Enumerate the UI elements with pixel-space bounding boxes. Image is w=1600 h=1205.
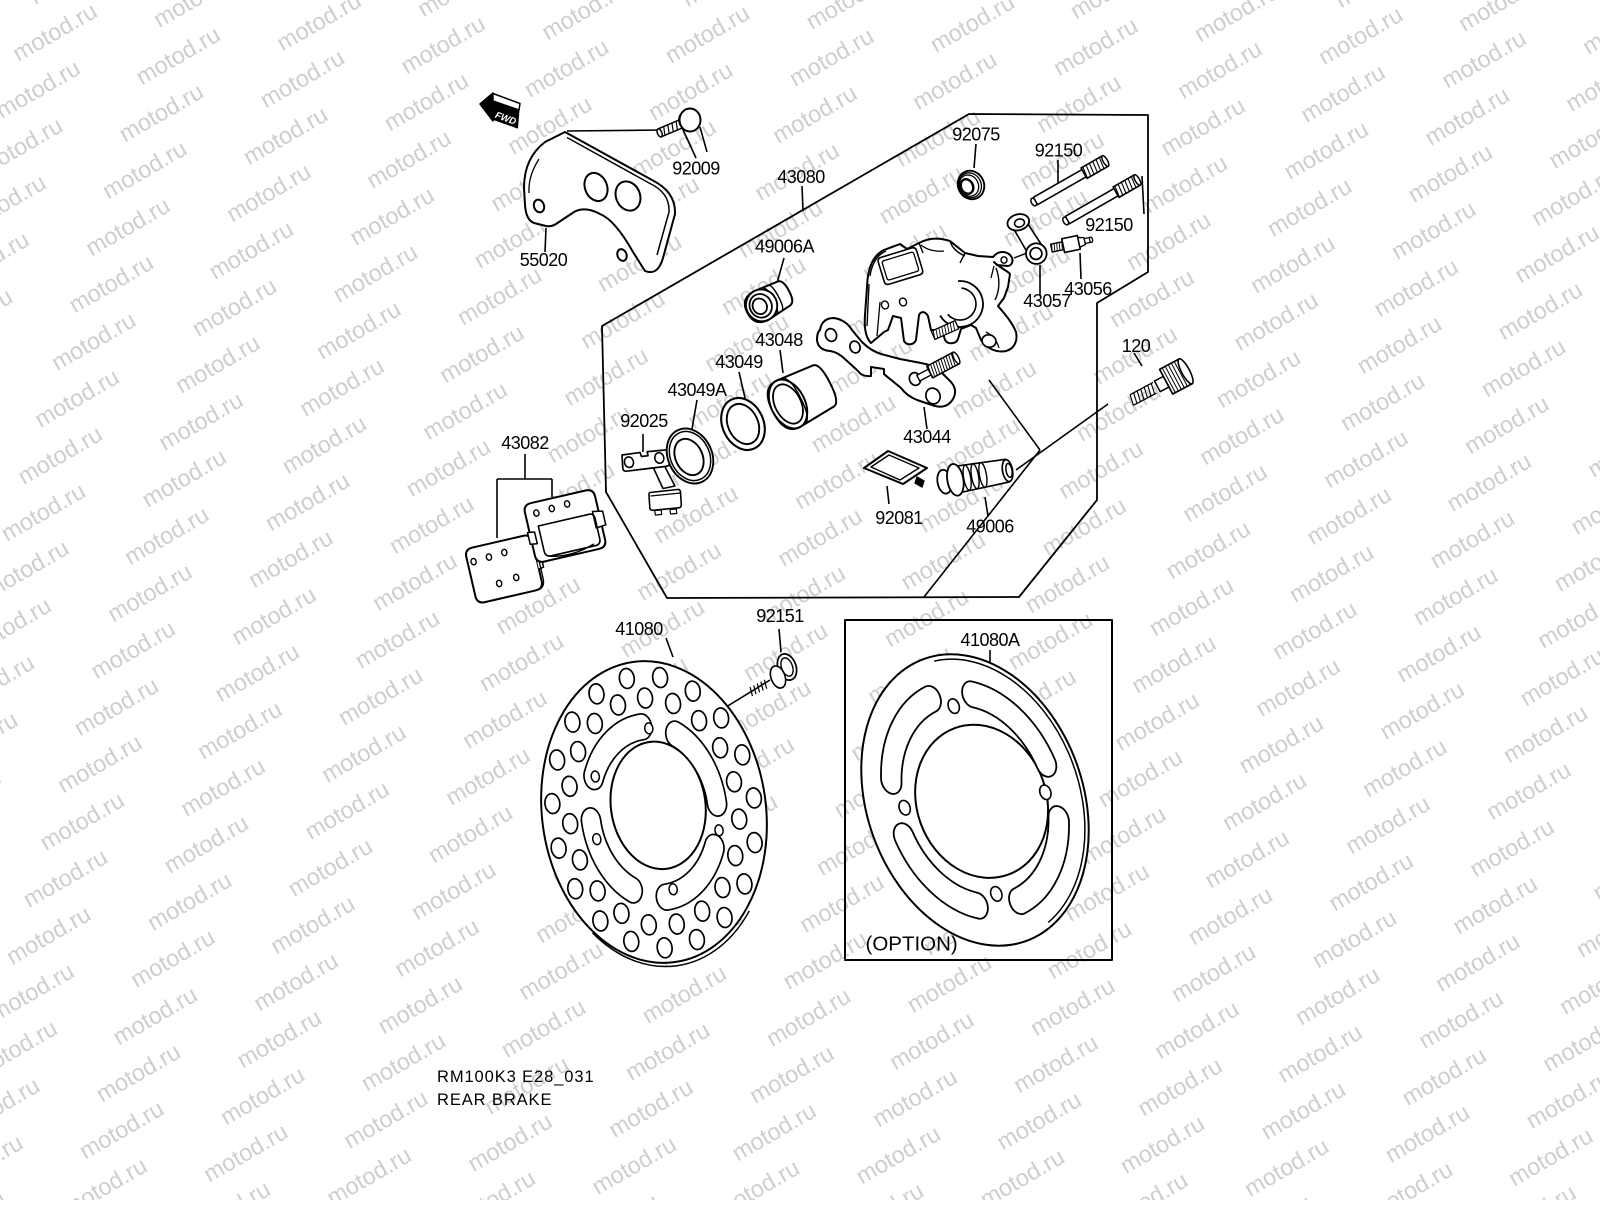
svg-text:43048: 43048 [755,330,803,350]
svg-text:55020: 55020 [520,250,568,270]
svg-text:43082: 43082 [501,433,549,453]
svg-text:43080: 43080 [777,167,825,187]
svg-text:41080A: 41080A [960,630,1020,650]
svg-text:43049: 43049 [715,352,763,372]
svg-text:92150: 92150 [1035,141,1083,161]
svg-text:92081: 92081 [875,508,923,528]
svg-text:49006A: 49006A [755,237,815,257]
svg-text:92075: 92075 [952,125,1000,145]
svg-text:41080: 41080 [615,619,663,639]
svg-text:92150: 92150 [1085,215,1133,235]
svg-text:REAR BRAKE: REAR BRAKE [437,1091,552,1109]
svg-text:43056: 43056 [1064,279,1112,299]
svg-text:43057: 43057 [1023,291,1071,311]
svg-text:49006: 49006 [966,517,1014,537]
svg-text:92009: 92009 [672,159,720,179]
svg-text:(OPTION): (OPTION) [866,933,958,956]
svg-text:92151: 92151 [756,606,804,626]
svg-text:43049A: 43049A [667,380,727,400]
svg-text:43044: 43044 [903,427,951,447]
svg-text:92025: 92025 [620,411,668,431]
svg-text:RM100K3 E28_031: RM100K3 E28_031 [437,1068,595,1086]
svg-text:120: 120 [1122,336,1151,356]
